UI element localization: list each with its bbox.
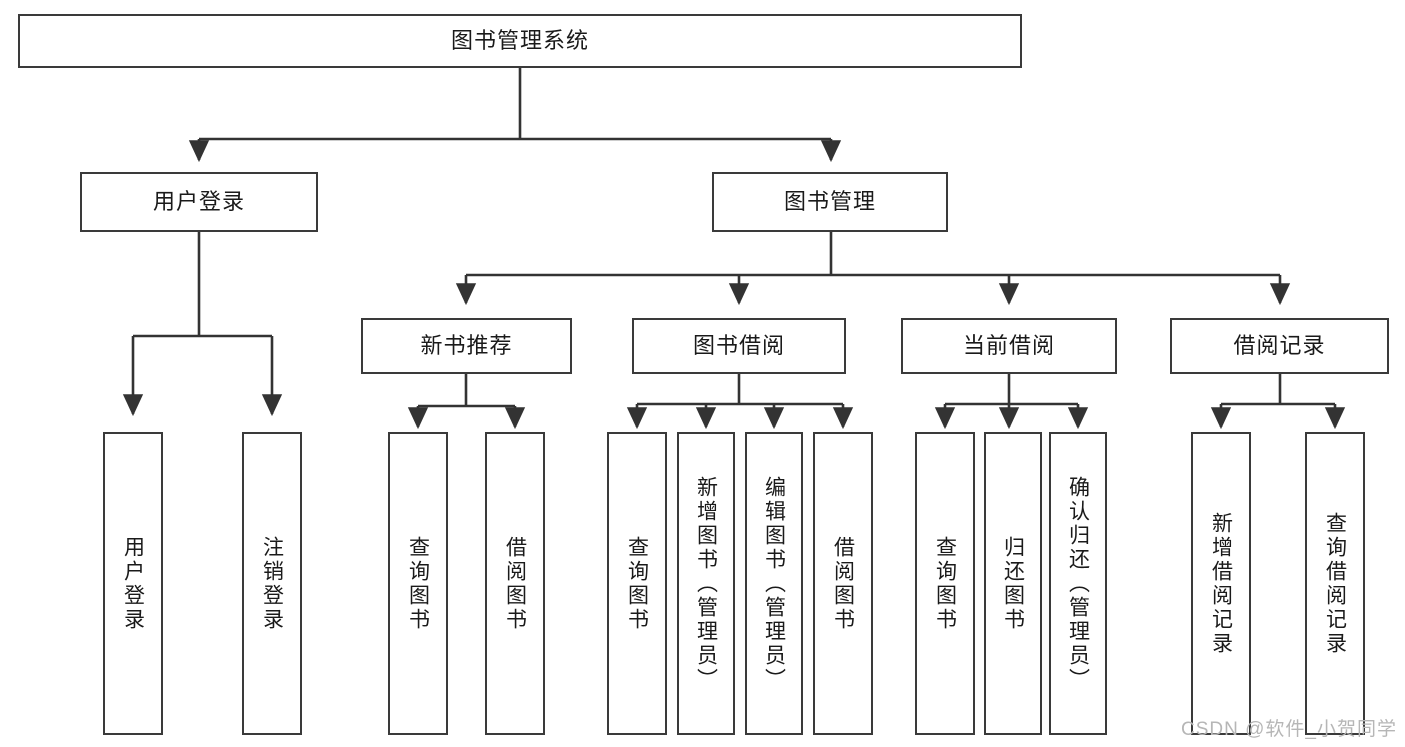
node-label: 图书管理 (783, 188, 876, 214)
leaf-borrow-record-add-record[interactable]: 新增借阅记录 (1191, 432, 1251, 735)
node-label: 查询图书 (625, 535, 649, 632)
node-label: 借阅图书 (831, 535, 855, 632)
node-label: 查询图书 (933, 535, 957, 632)
node-current-borrow[interactable]: 当前借阅 (901, 318, 1117, 374)
leaf-current-borrow-confirm-return-admin[interactable]: 确认归还（管理员） (1049, 432, 1107, 735)
node-label: 查询图书 (406, 535, 430, 632)
node-label: 新增图书（管理员） (694, 475, 718, 692)
node-borrow-record[interactable]: 借阅记录 (1170, 318, 1389, 374)
node-new-book-recommend[interactable]: 新书推荐 (361, 318, 572, 374)
node-label: 归还图书 (1001, 535, 1025, 632)
node-label: 借阅图书 (503, 535, 527, 632)
leaf-book-borrow-add-book-admin[interactable]: 新增图书（管理员） (677, 432, 735, 735)
leaf-borrow-record-query-record[interactable]: 查询借阅记录 (1305, 432, 1365, 735)
node-user-login[interactable]: 用户登录 (80, 172, 318, 232)
leaf-new-book-query-book[interactable]: 查询图书 (388, 432, 448, 735)
node-label: 图书管理系统 (450, 27, 589, 53)
node-root-book-management-system[interactable]: 图书管理系统 (18, 14, 1022, 68)
node-book-borrow[interactable]: 图书借阅 (632, 318, 846, 374)
node-label: 编辑图书（管理员） (762, 475, 786, 692)
leaf-user-login-logout[interactable]: 注销登录 (242, 432, 302, 735)
csdn-watermark: CSDN @软件_小贺同学 (1181, 719, 1397, 740)
leaf-new-book-borrow-book[interactable]: 借阅图书 (485, 432, 545, 735)
node-label: 用户登录 (121, 535, 145, 632)
node-label: 新增借阅记录 (1209, 511, 1233, 656)
node-label: 注销登录 (260, 535, 284, 632)
node-label: 确认归还（管理员） (1066, 475, 1090, 692)
node-label: 图书借阅 (692, 332, 785, 358)
node-label: 用户登录 (152, 188, 245, 214)
node-book-management[interactable]: 图书管理 (712, 172, 948, 232)
leaf-book-borrow-query-book[interactable]: 查询图书 (607, 432, 667, 735)
node-label: 新书推荐 (420, 332, 513, 358)
leaf-current-borrow-return-book[interactable]: 归还图书 (984, 432, 1042, 735)
node-label: 查询借阅记录 (1323, 511, 1347, 656)
leaf-book-borrow-borrow-book[interactable]: 借阅图书 (813, 432, 873, 735)
node-label: 当前借阅 (962, 332, 1055, 358)
leaf-book-borrow-edit-book-admin[interactable]: 编辑图书（管理员） (745, 432, 803, 735)
leaf-user-login-login[interactable]: 用户登录 (103, 432, 163, 735)
leaf-current-borrow-query-book[interactable]: 查询图书 (915, 432, 975, 735)
node-label: 借阅记录 (1233, 332, 1326, 358)
